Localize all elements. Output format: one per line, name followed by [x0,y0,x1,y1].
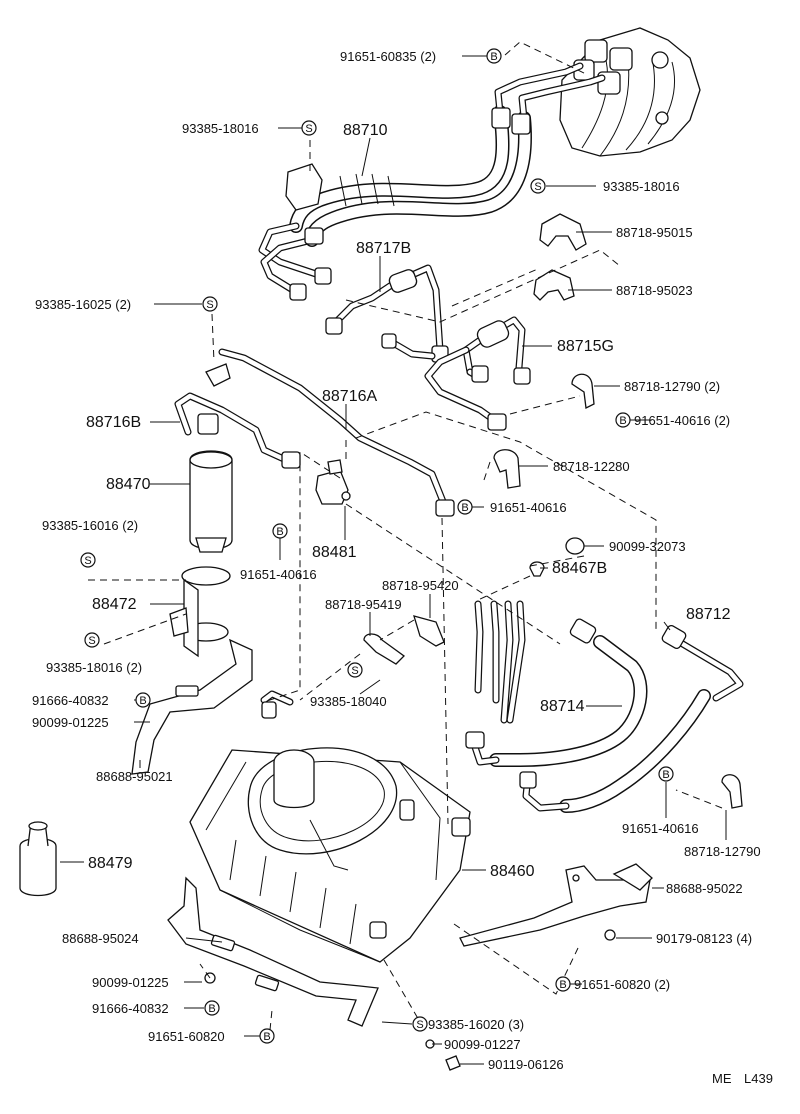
label-88479: 88479 [88,855,133,872]
svg-text:B: B [461,502,468,514]
clamps-top-right [493,213,743,809]
svg-text:B: B [139,695,146,707]
compressor-drawing [559,27,701,157]
s-symbol: S [84,632,100,648]
svg-text:B: B [208,1003,215,1015]
label-91651-40616-b: 91651-40616 [240,567,317,582]
label-88460: 88460 [490,863,535,880]
label-88718-95419: 88718-95419 [325,597,402,612]
svg-text:S: S [305,123,312,135]
pipe-88717b-drawing [325,264,449,363]
b-symbol: B [457,499,473,515]
svg-text:B: B [662,769,669,781]
s-symbol: S [202,296,218,312]
label-88470: 88470 [106,476,151,493]
b-symbol: B [486,48,502,64]
svg-text:S: S [534,181,541,193]
label-90179-08123: 90179-08123 (4) [656,931,752,946]
label-93385-18016-top: 93385-18016 [182,121,259,136]
svg-text:S: S [206,299,213,311]
bracket-88688-95021-drawing [131,638,253,775]
label-88688-95022: 88688-95022 [666,881,743,896]
label-88716b: 88716B [86,414,141,431]
hoses-88714-88712-drawing [465,600,744,813]
label-93385-18016-2: 93385-18016 (2) [46,660,142,675]
b-symbol: B [615,412,631,428]
b-symbol: B [658,766,674,782]
svg-text:B: B [276,526,283,538]
label-91651-60820: 91651-60820 [148,1029,225,1044]
label-88718-95420: 88718-95420 [382,578,459,593]
label-91651-60820-2: 91651-60820 (2) [574,977,670,992]
cover-88479-drawing [19,821,57,897]
label-93385-16020: 93385-16020 (3) [428,1017,524,1032]
label-91651-60835: 91651-60835 (2) [340,49,436,64]
unit-88460-drawing [189,690,471,963]
s-symbol: S [412,1016,428,1032]
b-symbol: B [135,692,151,708]
pipe-88716a-drawing [205,348,455,517]
svg-text:S: S [351,665,358,677]
svg-text:B: B [619,415,626,427]
svg-text:S: S [416,1019,423,1031]
label-90099-01225-a: 90099-01225 [32,715,109,730]
label-91651-40616-2: 91651-40616 (2) [634,413,730,428]
label-88718-12280: 88718-12280 [553,459,630,474]
s-symbol: S [80,552,96,568]
label-93385-18016-right: 93385-18016 [603,179,680,194]
receiver-88470-drawing [189,450,233,553]
svg-text:S: S [84,555,91,567]
misc-small-parts [204,537,616,1071]
label-88718-12790: 88718-12790 [684,844,761,859]
label-91666-40832-b: 91666-40832 [92,1001,169,1016]
bracket-88688-95024-drawing [167,876,379,1027]
label-88718-95023: 88718-95023 [616,283,693,298]
label-88716a: 88716A [322,388,377,405]
s-symbol: S [301,120,317,136]
svg-text:S: S [88,635,95,647]
label-91651-40616-c: 91651-40616 [622,821,699,836]
footer-code: ME [712,1071,732,1086]
bracket-88688-95022-drawing [459,863,653,947]
connection-lines [88,41,723,1031]
label-88467b: 88467B [552,560,607,577]
label-91666-40832-a: 91666-40832 [32,693,109,708]
label-93385-16016: 93385-16016 (2) [42,518,138,533]
b-symbol: B [555,976,571,992]
label-88718-12790-2: 88718-12790 (2) [624,379,720,394]
label-91651-40616-a: 91651-40616 [490,500,567,515]
s-symbol: S [347,662,363,678]
label-88481: 88481 [312,544,357,561]
b-symbol: B [272,523,288,539]
label-90119-06126: 90119-06126 [488,1057,564,1072]
footer-page-id: L439 [744,1071,773,1086]
label-90099-32073: 90099-32073 [609,539,686,554]
label-88710: 88710 [343,122,388,139]
leader-lines [60,55,727,1065]
pipe-88715g-drawing [424,316,531,431]
svg-text:B: B [263,1031,270,1043]
label-88688-95021: 88688-95021 [96,769,173,784]
label-88714: 88714 [540,698,585,715]
svg-text:B: B [559,979,566,991]
pipe-88716b-drawing [174,392,301,469]
b-symbol: B [259,1028,275,1044]
label-88717b: 88717B [356,240,411,257]
label-88715g: 88715G [557,338,614,355]
label-88712: 88712 [686,606,731,623]
label-88688-95024: 88688-95024 [62,931,139,946]
hose-88710-drawing [258,62,606,301]
label-90099-01225-b: 90099-01225 [92,975,169,990]
s-symbol: S [530,178,546,194]
label-93385-16025: 93385-16025 (2) [35,297,131,312]
switch-88481-drawing [315,459,351,505]
svg-text:B: B [490,51,497,63]
label-88718-95015: 88718-95015 [616,225,693,240]
b-symbol: B [204,1000,220,1016]
label-93385-18040: 93385-18040 [310,694,387,709]
label-90099-01227: 90099-01227 [444,1037,521,1052]
label-88472: 88472 [92,596,137,613]
